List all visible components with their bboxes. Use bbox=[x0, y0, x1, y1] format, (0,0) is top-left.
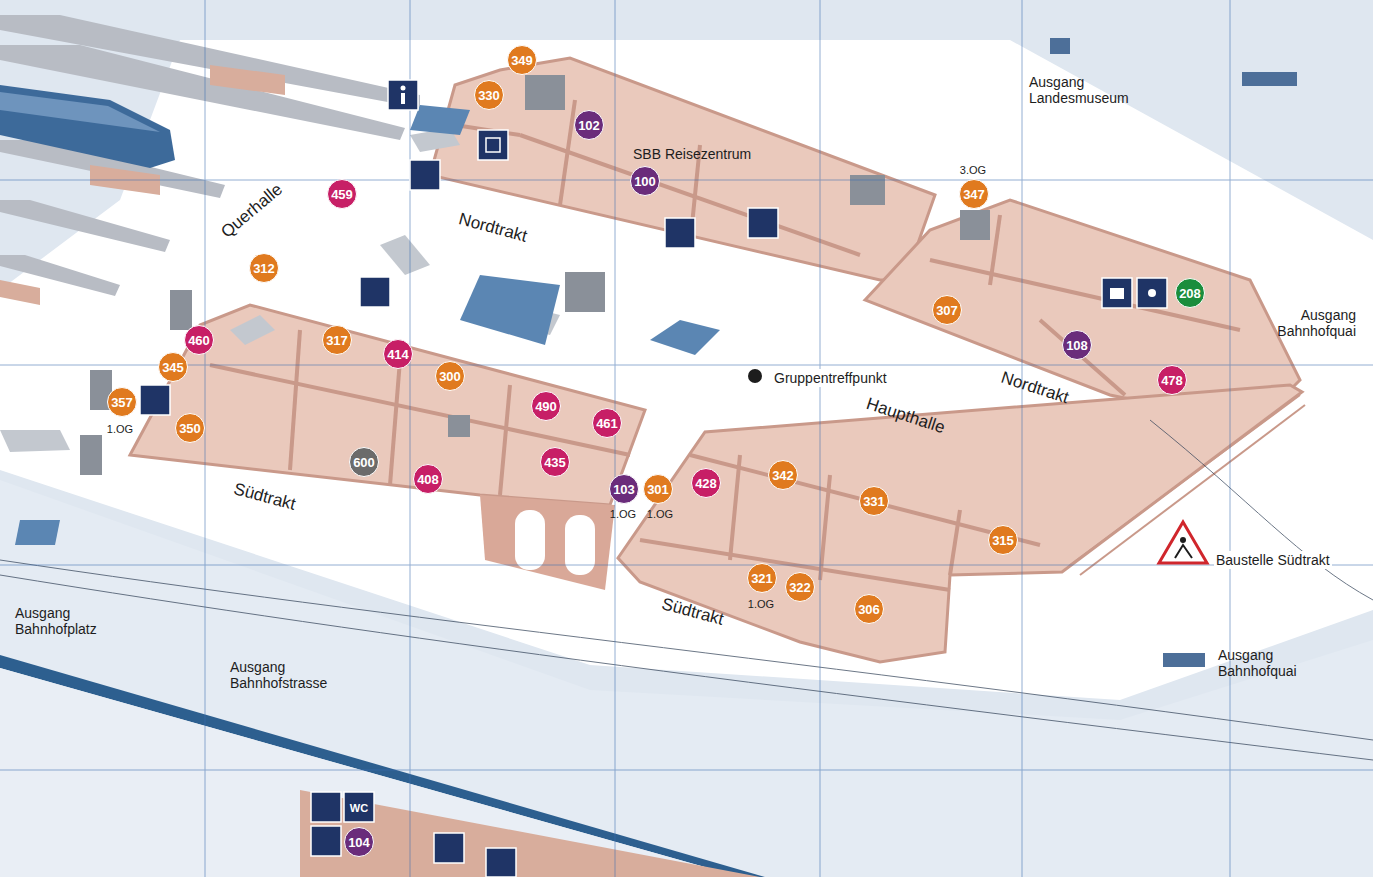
shop-number: 342 bbox=[772, 469, 794, 482]
shop-number-circle: 345 bbox=[158, 352, 188, 382]
shop-number-circle: 490 bbox=[531, 391, 561, 421]
shop-number: 103 bbox=[613, 483, 635, 496]
shop-number-circle: 108 bbox=[1062, 330, 1092, 360]
shop-number-circle: 103 bbox=[609, 474, 639, 504]
shop-number: 350 bbox=[179, 422, 201, 435]
place-label: 1.OG bbox=[608, 507, 638, 522]
place-label: 1.OG bbox=[746, 597, 776, 612]
place-label: Ausgang Landesmuseum bbox=[1027, 73, 1151, 107]
place-label: SBB Reisezentrum bbox=[631, 145, 753, 163]
shop-number-circle: 459 bbox=[327, 179, 357, 209]
shop-number: 428 bbox=[695, 477, 717, 490]
shop-number: 102 bbox=[578, 119, 600, 132]
place-label: Baustelle Südtrakt bbox=[1214, 551, 1332, 569]
shop-number-circle: 414 bbox=[383, 339, 413, 369]
place-label: Ausgang Bahnhofstrasse bbox=[228, 658, 362, 692]
place-label: Ausgang Bahnhofplatz bbox=[13, 604, 117, 638]
shop-number: 347 bbox=[963, 188, 985, 201]
shop-number: 459 bbox=[331, 188, 353, 201]
shop-number: 306 bbox=[858, 603, 880, 616]
shop-number: 460 bbox=[188, 334, 210, 347]
shop-number-circle: 315 bbox=[988, 525, 1018, 555]
shop-number: 357 bbox=[111, 396, 133, 409]
shop-number: 100 bbox=[634, 175, 656, 188]
place-label: Ausgang Bahnhofquai bbox=[1216, 646, 1320, 680]
shop-number-circle: 321 bbox=[747, 563, 777, 593]
shop-number: 300 bbox=[439, 370, 461, 383]
shop-number-circle: 600 bbox=[349, 447, 379, 477]
place-label: Gruppentreffpunkt bbox=[772, 369, 889, 387]
shop-number-circle: 301 bbox=[643, 474, 673, 504]
place-label: 1.OG bbox=[645, 507, 675, 522]
shop-number-circle: 330 bbox=[474, 80, 504, 110]
shop-number-circle: 428 bbox=[691, 468, 721, 498]
shop-number-circle: 102 bbox=[574, 110, 604, 140]
icon-text: WC bbox=[348, 801, 370, 816]
shop-number-circle: 312 bbox=[249, 253, 279, 283]
shop-number: 108 bbox=[1066, 339, 1088, 352]
shop-number: 312 bbox=[253, 262, 275, 275]
shop-number: 349 bbox=[511, 54, 533, 67]
shop-number: 414 bbox=[387, 348, 409, 361]
shop-number-circle: 478 bbox=[1157, 365, 1187, 395]
place-label: 1.OG bbox=[105, 422, 135, 437]
shop-number-circle: 349 bbox=[507, 45, 537, 75]
shop-number-circle: 460 bbox=[184, 325, 214, 355]
shop-number: 317 bbox=[326, 334, 348, 347]
shop-number: 331 bbox=[863, 495, 885, 508]
shop-number-circle: 307 bbox=[932, 295, 962, 325]
shop-number: 321 bbox=[751, 572, 773, 585]
shop-number: 408 bbox=[417, 473, 439, 486]
shop-number-circle: 208 bbox=[1175, 278, 1205, 308]
shop-number: 322 bbox=[789, 581, 811, 594]
shop-number-circle: 331 bbox=[859, 486, 889, 516]
shop-number-circle: 461 bbox=[592, 408, 622, 438]
shop-number-circle: 357 bbox=[107, 387, 137, 417]
shop-number: 104 bbox=[348, 836, 370, 849]
shop-number-circle: 350 bbox=[175, 413, 205, 443]
shop-number: 435 bbox=[544, 456, 566, 469]
shop-number: 600 bbox=[353, 456, 375, 469]
shop-number: 490 bbox=[535, 400, 557, 413]
shop-number: 478 bbox=[1161, 374, 1183, 387]
shop-number-circle: 300 bbox=[435, 361, 465, 391]
shop-number: 461 bbox=[596, 417, 618, 430]
shop-number: 315 bbox=[992, 534, 1014, 547]
shop-number-circle: 100 bbox=[630, 166, 660, 196]
shop-number-circle: 104 bbox=[344, 827, 374, 857]
place-label: 3.OG bbox=[958, 163, 988, 178]
shop-number-circle: 342 bbox=[768, 460, 798, 490]
place-label: Ausgang Bahnhofquai bbox=[1264, 306, 1358, 340]
shop-number-circle: 435 bbox=[540, 447, 570, 477]
shop-number-circle: 408 bbox=[413, 464, 443, 494]
shop-number-circle: 317 bbox=[322, 325, 352, 355]
shop-number-circle: 347 bbox=[959, 179, 989, 209]
shop-number: 301 bbox=[647, 483, 669, 496]
shop-number: 208 bbox=[1179, 287, 1201, 300]
shop-number: 345 bbox=[162, 361, 184, 374]
shop-number-circle: 322 bbox=[785, 572, 815, 602]
shop-number: 307 bbox=[936, 304, 958, 317]
shop-number: 330 bbox=[478, 89, 500, 102]
shop-number-circle: 306 bbox=[854, 594, 884, 624]
